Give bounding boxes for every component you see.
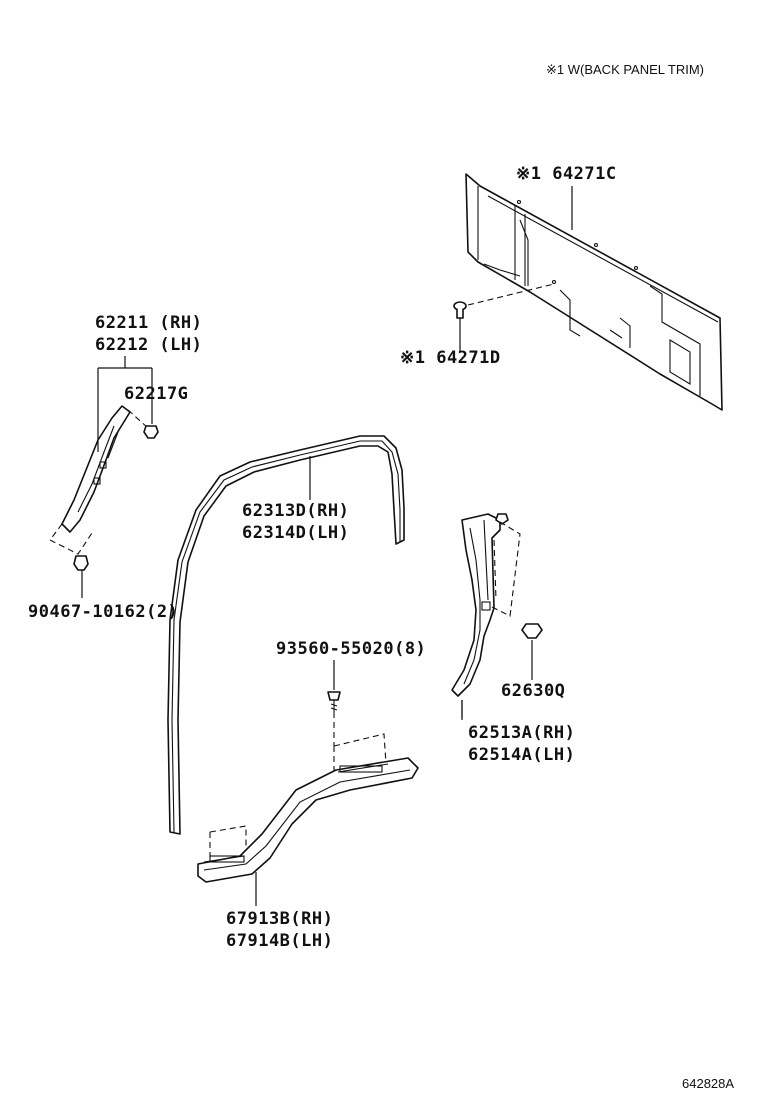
- label-64271c: ※1 64271C: [516, 164, 617, 184]
- label-62313d: 62313D(RH): [242, 501, 350, 521]
- panel-trim-note: ※1 W(BACK PANEL TRIM): [546, 62, 705, 77]
- back-panel-trim: [465, 173, 723, 411]
- label-62212: 62212 (LH): [95, 335, 203, 355]
- pillar-garnish: [49, 356, 153, 555]
- scuff-plate: [197, 757, 419, 906]
- label-62211: 62211 (RH): [95, 313, 203, 333]
- door-weatherstrip: [167, 435, 405, 835]
- label-62513a: 62513A(RH): [468, 723, 576, 743]
- clip-62630q: [521, 623, 543, 680]
- label-90467: 90467-10162(2): [28, 602, 179, 622]
- label-62314d: 62314D(LH): [242, 523, 350, 543]
- clip-90467: [73, 555, 89, 598]
- label-62514a: 62514A(LH): [468, 745, 576, 765]
- label-62217g: 62217G: [124, 384, 189, 404]
- label-67913b: 67913B(RH): [226, 909, 334, 929]
- label-62630q: 62630Q: [501, 681, 566, 701]
- clip-62217g: [143, 400, 159, 439]
- screw-93560: [209, 660, 387, 862]
- diagram-code: 642828A: [682, 1076, 735, 1091]
- label-93560: 93560-55020(8): [276, 639, 427, 659]
- clip-64271d: [453, 283, 555, 352]
- label-67914b: 67914B(LH): [226, 931, 334, 951]
- label-64271d: ※1 64271D: [400, 348, 501, 368]
- rear-pillar-garnish: [451, 513, 521, 720]
